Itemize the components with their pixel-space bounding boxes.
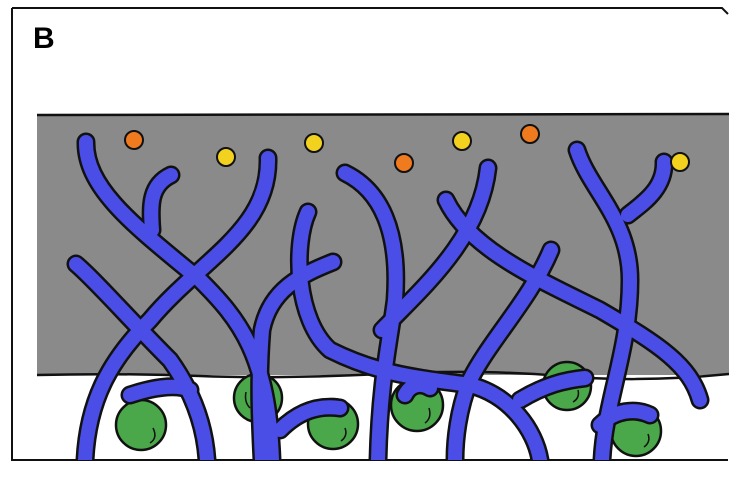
yellow-particle [305, 134, 323, 152]
yellow-particle [453, 132, 471, 150]
panel-label: B [33, 22, 55, 56]
orange-particle [125, 131, 143, 149]
root-cell [116, 400, 166, 450]
yellow-particle [217, 148, 235, 166]
orange-particle [521, 125, 539, 143]
yellow-particle [671, 153, 689, 171]
orange-particle [395, 154, 413, 172]
